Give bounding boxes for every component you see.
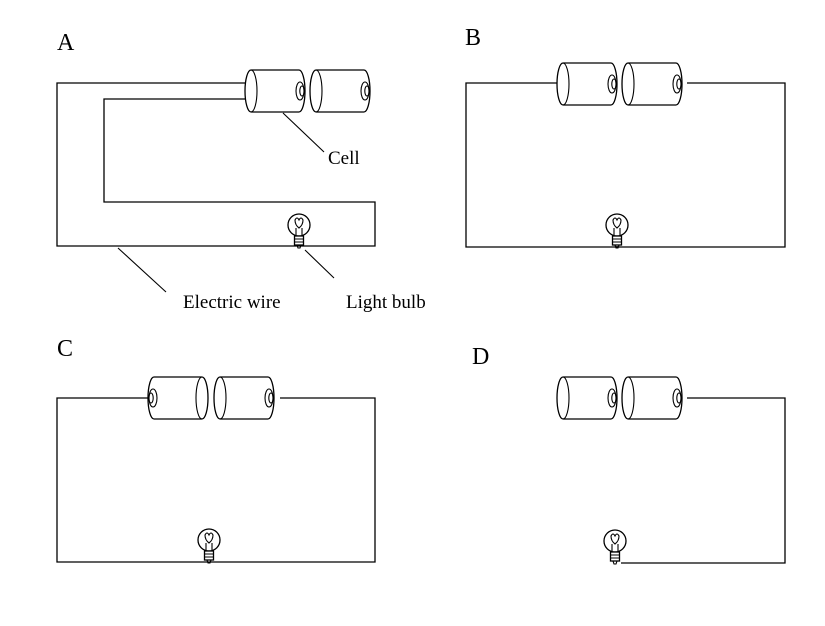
cell-callout-line — [282, 112, 325, 153]
circuit-d-bulb — [603, 529, 627, 565]
circuit-b-cell-1 — [556, 62, 618, 106]
cell-callout-label: Cell — [328, 148, 360, 169]
circuit-b — [465, 62, 786, 249]
panel-label-d: D — [472, 344, 489, 370]
circuit-a-bulb — [287, 213, 311, 249]
light-bulb-callout-line — [304, 249, 335, 279]
circuit-d-cell-2 — [621, 376, 683, 420]
circuit-a: Cell Electric wire Light bulb — [56, 69, 426, 313]
panel-label-c: C — [57, 336, 73, 362]
circuit-c-wire — [56, 397, 376, 563]
panel-label-b: B — [465, 25, 481, 51]
circuit-b-bulb — [605, 213, 629, 249]
circuit-c-cell-2 — [213, 376, 275, 420]
circuit-a-cell-1 — [244, 69, 306, 113]
panel-label-a: A — [57, 30, 75, 56]
circuit-c-bulb — [197, 528, 221, 564]
circuit-b-cell-2 — [621, 62, 683, 106]
circuit-d — [556, 376, 786, 565]
light-bulb-callout-label: Light bulb — [346, 292, 426, 313]
circuit-d-wire — [621, 397, 786, 564]
circuit-b-wire — [465, 82, 786, 248]
circuit-c — [56, 376, 376, 564]
circuit-a-wire — [56, 82, 376, 247]
electric-wire-callout-line — [117, 247, 167, 293]
circuit-d-cell-1 — [556, 376, 618, 420]
electric-wire-callout-label: Electric wire — [183, 292, 281, 313]
circuit-a-cell-2 — [309, 69, 371, 113]
circuit-c-cell-1 — [148, 377, 208, 419]
